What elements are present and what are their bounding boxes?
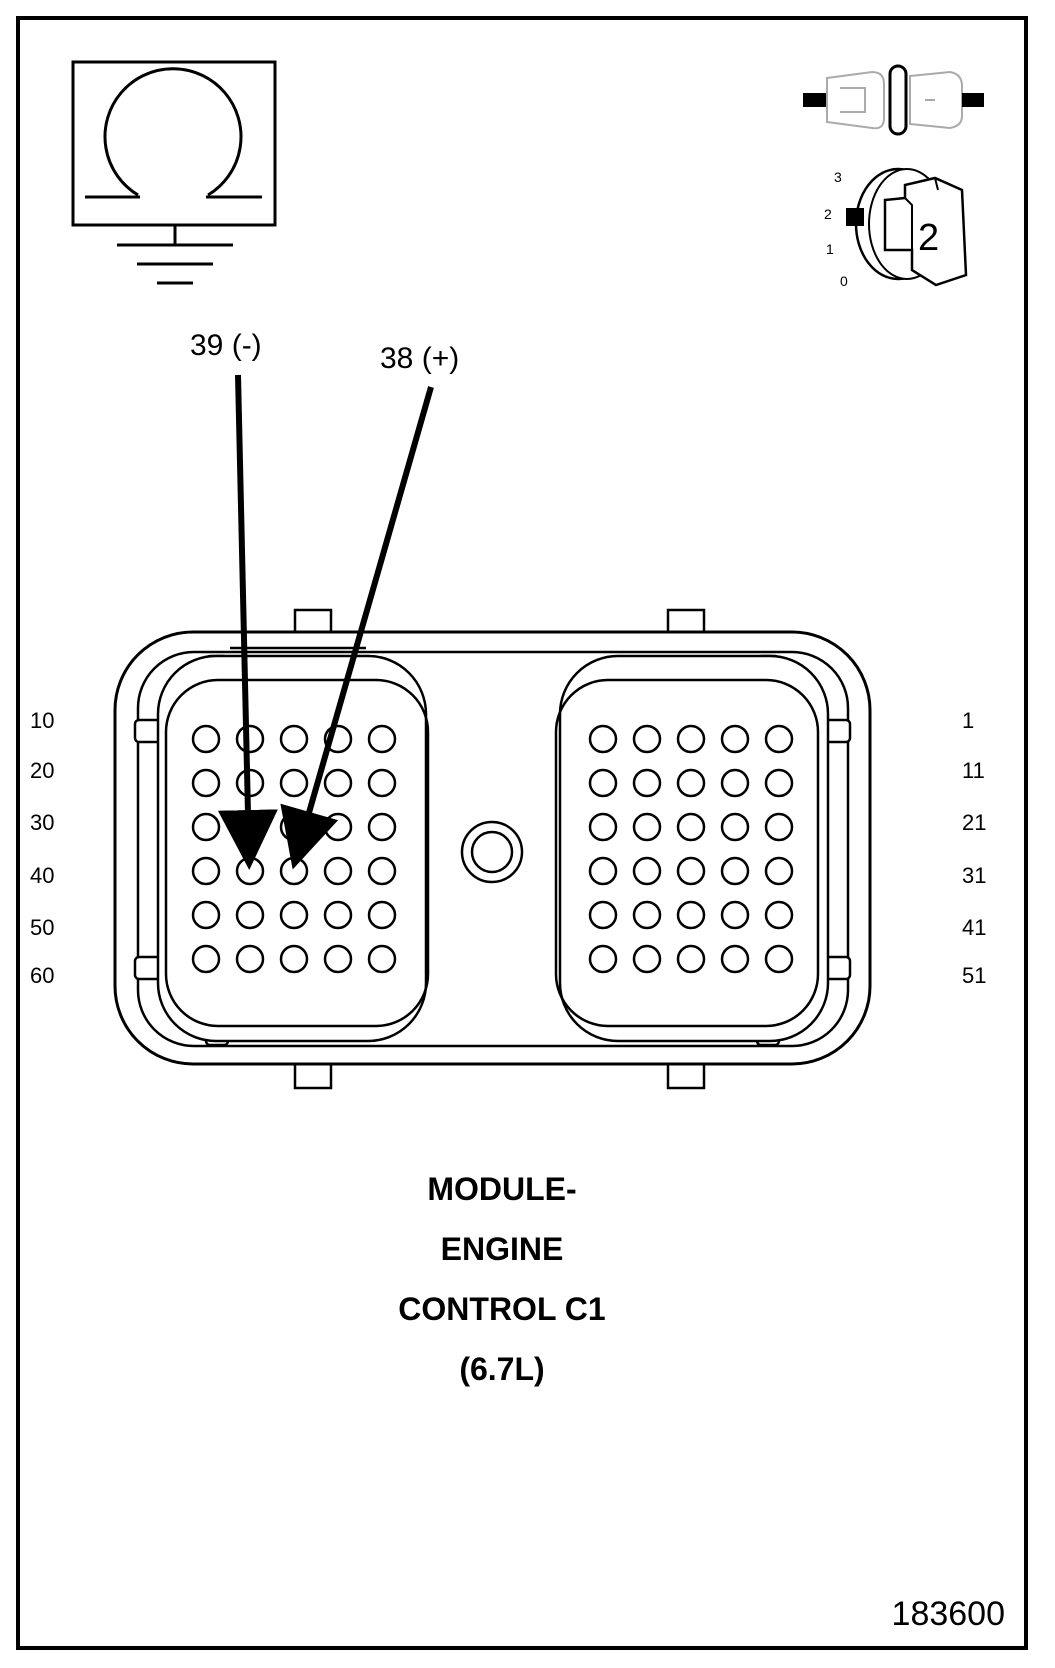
pin-cavity xyxy=(588,944,618,974)
pin-cavity xyxy=(676,768,706,798)
pin-cavity xyxy=(588,724,618,754)
pin-cavity xyxy=(191,856,221,886)
pin-cavity xyxy=(632,944,662,974)
pin-cavity xyxy=(676,856,706,886)
pin-cavity xyxy=(323,900,353,930)
ohmmeter-ground-icon xyxy=(71,60,277,285)
pin-cavity xyxy=(367,724,397,754)
ignition-pos-0: 0 xyxy=(840,273,848,289)
ignition-pos-3: 3 xyxy=(834,169,842,185)
ignition-pos-2: 2 xyxy=(824,206,832,222)
pin-cavity xyxy=(632,900,662,930)
pin-cavity xyxy=(235,724,265,754)
pin-cavity xyxy=(720,856,750,886)
ignition-pos-1: 1 xyxy=(826,241,834,257)
pin-cavity xyxy=(764,900,794,930)
figure-id: 183600 xyxy=(892,1595,1005,1633)
pin-cavity xyxy=(367,768,397,798)
pin-cavity xyxy=(235,944,265,974)
pin-cavity xyxy=(632,812,662,842)
figure-frame xyxy=(16,16,1028,1650)
pin-cavity xyxy=(676,812,706,842)
pin-cavity-right xyxy=(588,724,794,974)
pin-cavity xyxy=(676,724,706,754)
connector-tab xyxy=(666,608,706,636)
row-label: 60 xyxy=(30,963,54,988)
row-label: 40 xyxy=(30,863,54,888)
disconnected-connector-icon xyxy=(803,64,984,136)
row-label: 31 xyxy=(962,863,986,888)
callout-negative-pin: 39 (-) xyxy=(190,329,262,362)
pin-cavity xyxy=(632,768,662,798)
pin-cavity xyxy=(279,768,309,798)
connector-title: MODULE- ENGINE CONTROL C1 (6.7L) xyxy=(398,1171,605,1387)
pin-cavity xyxy=(367,900,397,930)
pin-cavity xyxy=(764,768,794,798)
title-line: ENGINE xyxy=(441,1231,564,1267)
pin-cavity xyxy=(323,812,353,842)
pin-cavity-left xyxy=(191,724,397,974)
pin-cavity xyxy=(764,856,794,886)
pin-cavity xyxy=(764,812,794,842)
title-line: CONTROL C1 xyxy=(398,1291,605,1327)
pin-cavity xyxy=(367,856,397,886)
pin-cavity xyxy=(191,900,221,930)
pin-cavity xyxy=(279,724,309,754)
row-label: 50 xyxy=(30,915,54,940)
pin-cavity xyxy=(632,856,662,886)
pin-cavity xyxy=(191,812,221,842)
pin-cavity xyxy=(191,944,221,974)
connector-c1 xyxy=(113,608,872,1090)
title-line: MODULE- xyxy=(427,1171,576,1207)
connector-tab xyxy=(666,1062,706,1090)
pin-cavity xyxy=(279,944,309,974)
row-labels-right: 1 11 21 31 41 51 xyxy=(962,708,986,988)
row-label: 10 xyxy=(30,708,54,733)
row-label: 1 xyxy=(962,708,974,733)
pin-cavity xyxy=(235,856,265,886)
pin-cavity xyxy=(588,768,618,798)
pin-cavity xyxy=(764,944,794,974)
pin-cavity xyxy=(676,944,706,974)
pin-cavity xyxy=(764,724,794,754)
pin-cavity xyxy=(323,944,353,974)
pin-cavity xyxy=(191,724,221,754)
pin-cavity xyxy=(367,812,397,842)
pin-cavity xyxy=(720,724,750,754)
pin-cavity xyxy=(588,812,618,842)
row-label: 30 xyxy=(30,810,54,835)
row-label: 21 xyxy=(962,810,986,835)
title-line: (6.7L) xyxy=(459,1351,544,1387)
pin-cavity xyxy=(676,900,706,930)
pin-cavity xyxy=(720,812,750,842)
pin-cavity xyxy=(720,900,750,930)
connector-tab xyxy=(293,1062,333,1090)
pin-cavity xyxy=(367,944,397,974)
pin-cavity xyxy=(720,768,750,798)
callout-positive-pin: 38 (+) xyxy=(380,342,459,375)
pin-cavity xyxy=(720,944,750,974)
arrow-to-pin-39 xyxy=(217,374,278,870)
connector-tab xyxy=(293,608,333,636)
ignition-selected-position: 2 xyxy=(918,217,939,259)
pin-cavity xyxy=(588,856,618,886)
arrow-to-pin-38 xyxy=(280,386,434,870)
row-label: 11 xyxy=(962,758,985,783)
pin-cavity xyxy=(279,900,309,930)
pin-cavity xyxy=(323,768,353,798)
row-labels-left: 10 20 30 40 50 60 xyxy=(30,708,54,988)
row-label: 41 xyxy=(962,915,986,940)
pin-cavity xyxy=(191,768,221,798)
ignition-key-icon: 3 2 1 0 2 xyxy=(824,167,968,289)
pin-cavity xyxy=(235,900,265,930)
pin-cavity xyxy=(323,856,353,886)
row-label: 51 xyxy=(962,963,986,988)
pin-cavity xyxy=(632,724,662,754)
row-label: 20 xyxy=(30,758,54,783)
pin-cavity xyxy=(588,900,618,930)
pin-cavity xyxy=(279,856,309,886)
